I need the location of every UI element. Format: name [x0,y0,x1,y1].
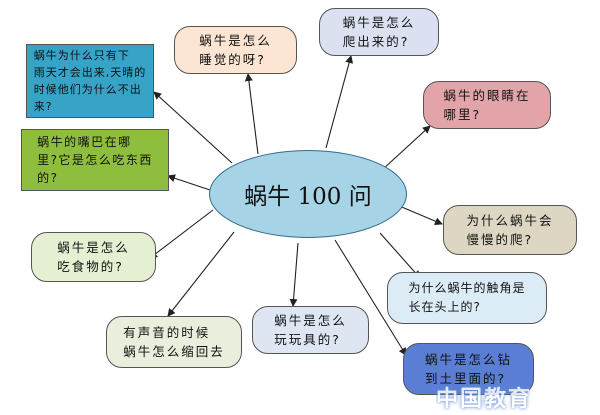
node-toys-text: 蜗牛是怎么 玩玩具的? [274,313,347,347]
connector-arrow [381,125,431,171]
watermark: 中国教育 [436,387,533,411]
connector-arrow [153,91,233,164]
connector-arrow [289,242,299,307]
node-sound-question: 有声音的时候 蜗牛怎么缩回去 [106,316,242,368]
node-antenna-question: 为什么蜗牛的触角是 长在头上的? [387,272,547,324]
connector-arrow [396,204,443,225]
connector-arrow [167,174,211,191]
node-sleep-text: 蜗牛是怎么 睡觉的呀? [199,33,272,67]
node-sound-text: 有声音的时候 蜗牛怎么缩回去 [123,325,225,359]
connector-arrow [167,231,235,317]
connector-arrow [149,209,214,259]
node-rain-question: 蜗牛为什么只有下 雨天才会出来,天晴的 时候他们为什么不出 来? [26,44,154,118]
node-antenna-text: 为什么蜗牛的触角是 长在头上的? [408,281,526,314]
node-climb-text: 蜗牛是怎么 爬出来的? [342,15,416,49]
node-eyes-text: 蜗牛的眼睛在 哪里? [443,88,531,122]
node-eyes-question: 蜗牛的眼睛在 哪里? [423,81,551,129]
node-food-question: 蜗牛是怎么 吃食物的? [31,232,156,282]
connector-arrow [244,73,259,155]
node-drill-text: 蜗牛是怎么钻 到土里面的? [424,352,512,386]
central-topic-label: 蜗牛 100 问 [244,184,372,210]
node-climb-question: 蜗牛是怎么 爬出来的? [319,8,439,56]
node-sleep-question: 蜗牛是怎么 睡觉的呀? [174,26,297,74]
node-mouth-text: 蜗牛的嘴巴在哪 里?它是怎么吃东西 的? [37,135,153,185]
connector-arrow [379,232,421,279]
connector-arrow [325,55,354,149]
node-mouth-question: 蜗牛的嘴巴在哪 里?它是怎么吃东西 的? [21,129,169,191]
node-drill-question: 蜗牛是怎么钻 到土里面的? [403,343,534,395]
node-slow-question: 为什么蜗牛会 慢慢的爬? [443,205,577,255]
node-food-text: 蜗牛是怎么 吃食物的? [57,240,130,274]
node-rain-text: 蜗牛为什么只有下 雨天才会出来,天晴的 时候他们为什么不出 来? [33,49,147,113]
node-toys-question: 蜗牛是怎么 玩玩具的? [252,306,369,354]
central-topic: 蜗牛 100 问 [209,150,407,238]
connector-arrow [334,239,407,356]
node-slow-text: 为什么蜗牛会 慢慢的爬? [466,213,554,247]
